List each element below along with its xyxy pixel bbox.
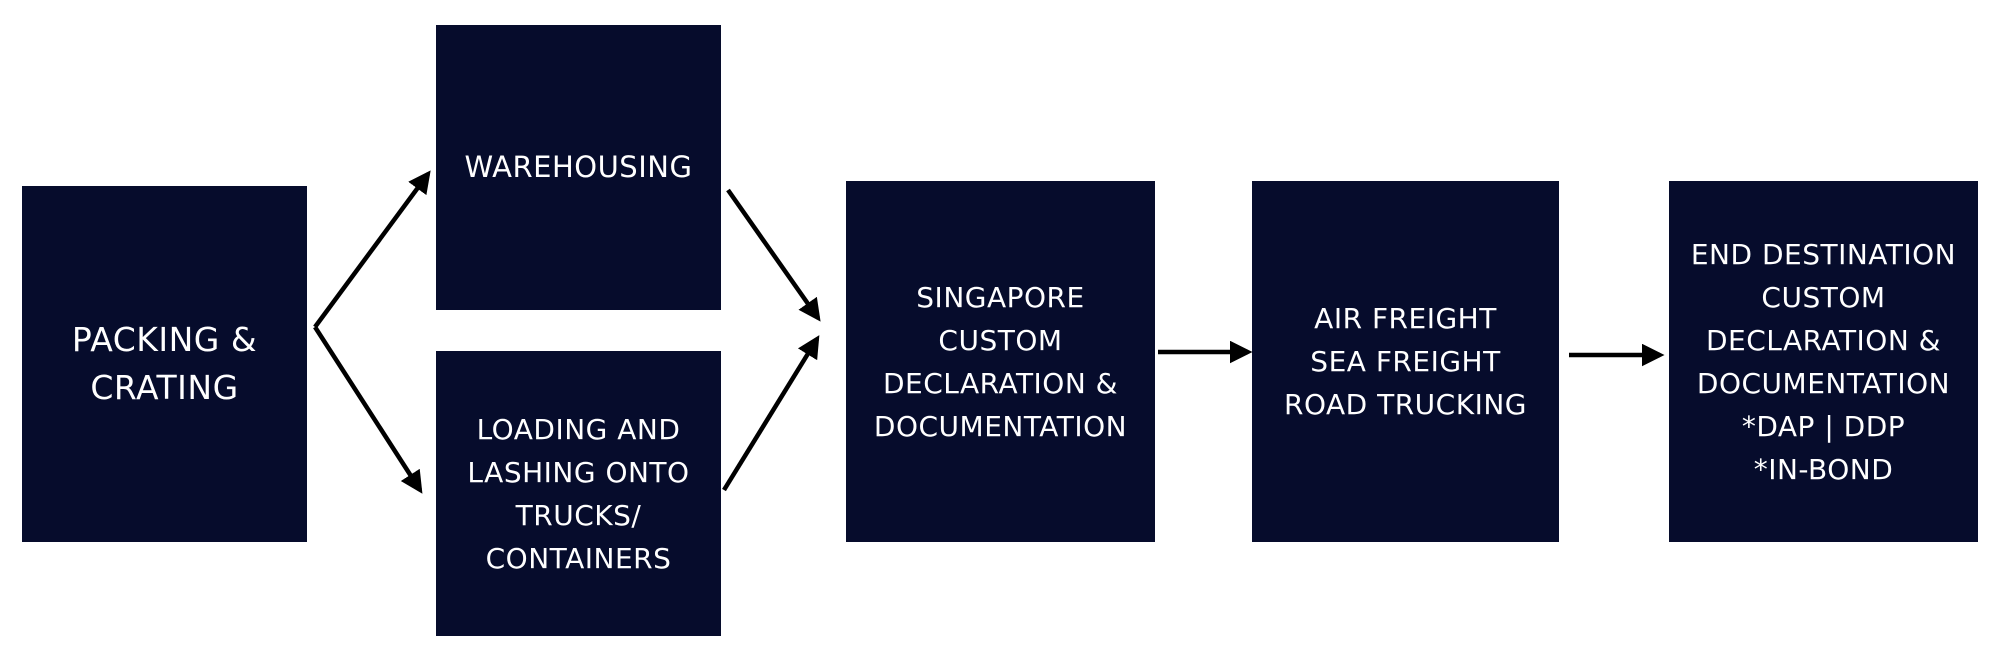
singapore-custom-label: SINGAPORE CUSTOM DECLARATION & DOCUMENTA…	[873, 280, 1128, 443]
end-destination-box: END DESTINATION CUSTOM DECLARATION & DOC…	[1669, 181, 1978, 542]
warehousing-box: WAREHOUSING	[436, 25, 721, 310]
freight-box: AIR FREIGHT SEA FREIGHT ROAD TRUCKING	[1252, 181, 1559, 542]
arrow-warehousing-to-singapore	[726, 188, 821, 322]
loading-lashing-box: LOADING AND LASHING ONTO TRUCKS/ CONTAIN…	[436, 351, 721, 636]
arrow-packing-to-loading	[313, 325, 423, 494]
singapore-custom-box: SINGAPORE CUSTOM DECLARATION & DOCUMENTA…	[846, 181, 1155, 542]
arrow-loading-to-singapore	[722, 335, 820, 492]
packing-crating-box: PACKING & CRATING	[22, 186, 307, 542]
loading-lashing-label: LOADING AND LASHING ONTO TRUCKS/ CONTAIN…	[467, 412, 690, 575]
arrow-packing-to-warehousing	[313, 170, 431, 329]
packing-crating-label: PACKING & CRATING	[71, 320, 258, 407]
end-destination-label: END DESTINATION CUSTOM DECLARATION & DOC…	[1690, 237, 1957, 486]
warehousing-label: WAREHOUSING	[464, 150, 693, 184]
freight-label: AIR FREIGHT SEA FREIGHT ROAD TRUCKING	[1284, 302, 1527, 421]
